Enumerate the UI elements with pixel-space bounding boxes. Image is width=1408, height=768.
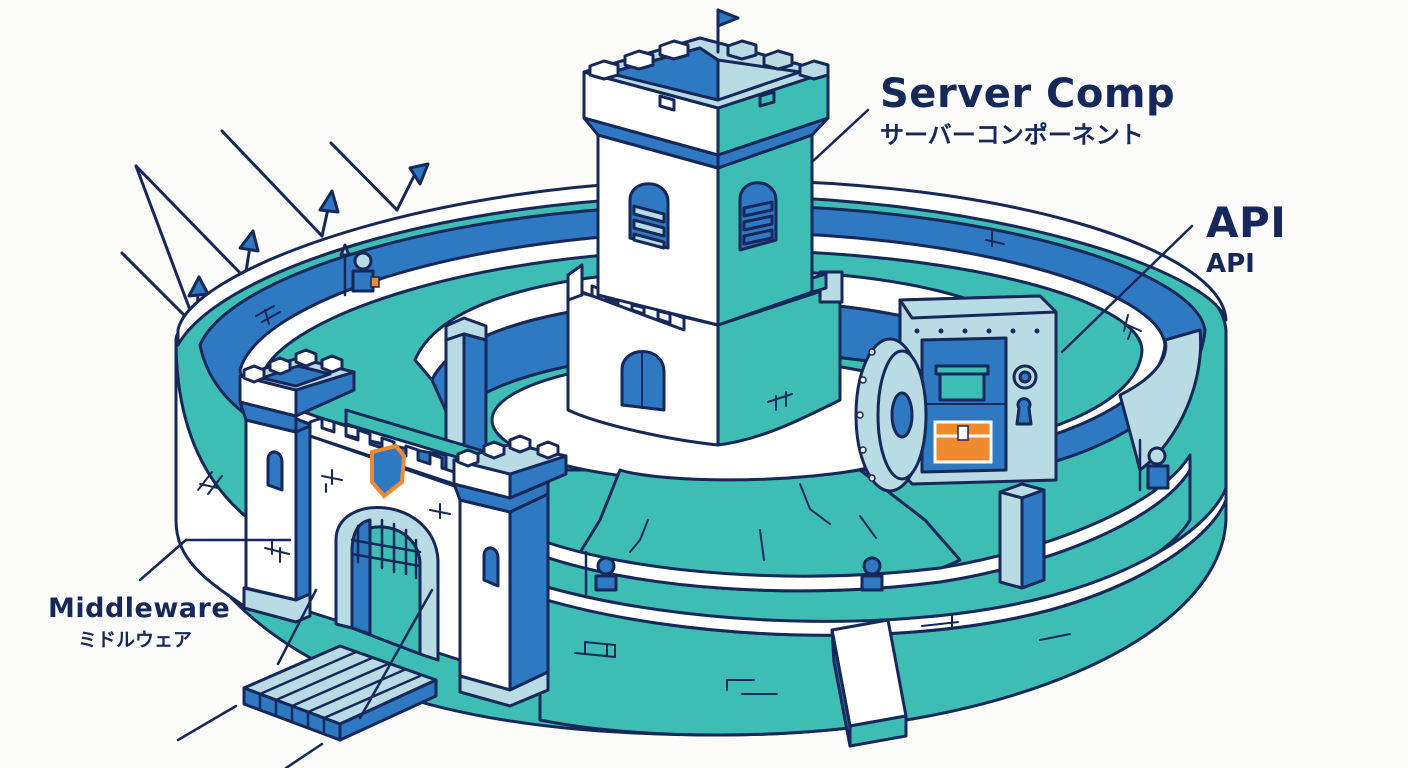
guard-icon: [339, 243, 380, 297]
server-component-label-ja: サーバーコンポーネント: [880, 121, 1144, 149]
front-wall: [538, 486, 1228, 748]
guards: [339, 243, 1170, 596]
middleware-label-en: Middleware: [48, 593, 231, 624]
vault: [854, 224, 1194, 493]
api-label-en: API: [1206, 198, 1287, 247]
server-component-label-en: Server Comp: [880, 71, 1176, 117]
server-window-icon: [738, 181, 778, 252]
guard-icon: [584, 550, 618, 596]
api-label-ja: API: [1206, 249, 1255, 280]
server-component-label: Server Comp サーバーコンポーネント: [880, 72, 1175, 148]
middleware-label-ja: ミドルウェア: [78, 628, 193, 651]
central-keep: [566, 8, 870, 447]
server-window-icon: [628, 182, 670, 250]
gatehouse: [138, 348, 568, 768]
middleware-label: Middleware ミドルウェア: [48, 594, 230, 651]
api-label: API API: [1206, 198, 1287, 280]
guard-icon: [1138, 438, 1170, 492]
guard-icon: [860, 556, 884, 592]
